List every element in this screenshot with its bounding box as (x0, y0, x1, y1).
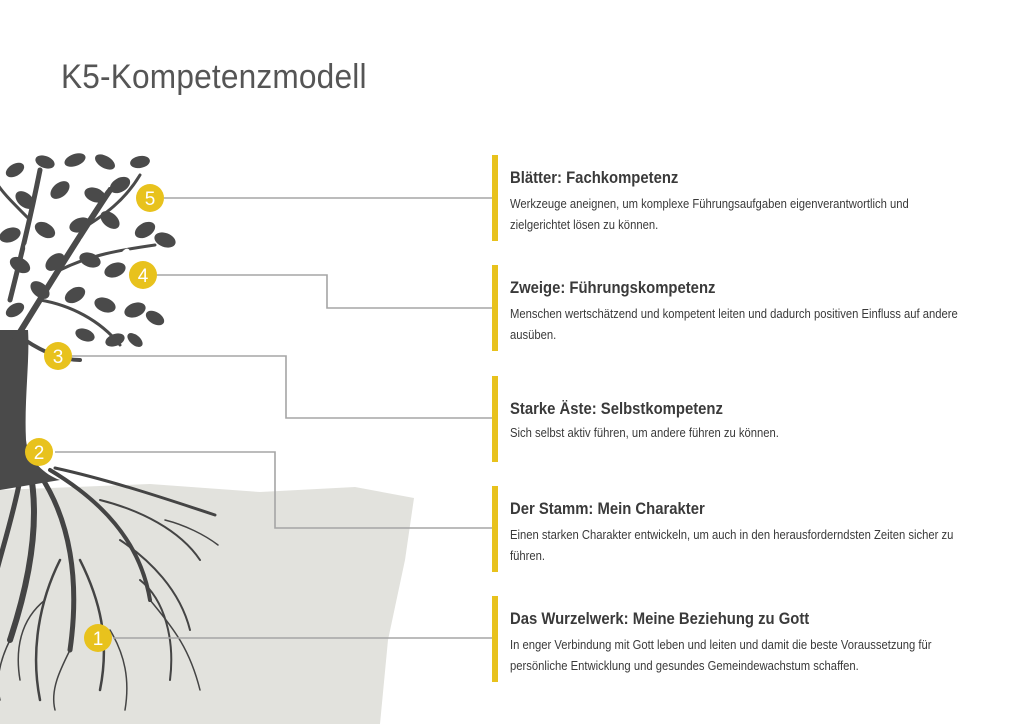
competence-block-3: Starke Äste: Selbstkompetenz Sich selbst… (492, 376, 992, 462)
competence-heading: Blätter: Fachkompetenz (510, 169, 679, 187)
svg-text:2: 2 (34, 443, 45, 464)
svg-text:4: 4 (138, 266, 149, 287)
competence-block-1: Das Wurzelwerk: Meine Beziehung zu Gott … (492, 596, 992, 682)
badge-2: 2 (25, 438, 53, 466)
accent-bar (492, 376, 498, 462)
competence-heading: Zweige: Führungskompetenz (510, 279, 716, 297)
competence-description: In enger Verbindung mit Gott leben und l… (510, 638, 932, 673)
competence-description: Einen starken Charakter entwickeln, um a… (510, 528, 954, 563)
badge-3: 3 (44, 342, 72, 370)
badge-5: 5 (136, 184, 164, 212)
svg-text:3: 3 (53, 347, 64, 368)
page-title: K5-Kompetenzmodell (61, 58, 367, 96)
badge-1: 1 (84, 624, 112, 652)
svg-text:5: 5 (145, 189, 156, 210)
trunk (0, 330, 60, 490)
competence-block-5: Blätter: Fachkompetenz Werkzeuge aneigne… (492, 155, 992, 241)
leaves (0, 153, 176, 347)
branches (0, 167, 157, 362)
connector-lines (55, 197, 492, 639)
competence-heading: Das Wurzelwerk: Meine Beziehung zu Gott (510, 610, 810, 628)
competence-description: Menschen wertschätzend und kompetent lei… (510, 307, 958, 342)
competence-block-4: Zweige: Führungskompetenz Menschen werts… (492, 265, 992, 351)
accent-bar (492, 596, 498, 682)
accent-bar (492, 265, 498, 351)
competence-description: Sich selbst aktiv führen, um andere führ… (510, 426, 779, 440)
number-badges: 5 4 3 2 1 (25, 184, 164, 652)
svg-text:1: 1 (93, 629, 104, 650)
competence-block-2: Der Stamm: Mein Charakter Einen starken … (492, 486, 992, 572)
connector-2 (55, 451, 492, 529)
connector-4 (157, 274, 492, 309)
roots (0, 466, 219, 711)
badge-4: 4 (129, 261, 157, 289)
leaf-highlights (25, 178, 130, 292)
connector-3 (72, 355, 492, 419)
accent-bar (492, 155, 498, 241)
competence-heading: Starke Äste: Selbstkompetenz (510, 400, 723, 418)
accent-bar (492, 486, 498, 572)
competence-heading: Der Stamm: Mein Charakter (510, 500, 705, 518)
competence-description: Werkzeuge aneignen, um komplexe Führungs… (510, 197, 909, 232)
